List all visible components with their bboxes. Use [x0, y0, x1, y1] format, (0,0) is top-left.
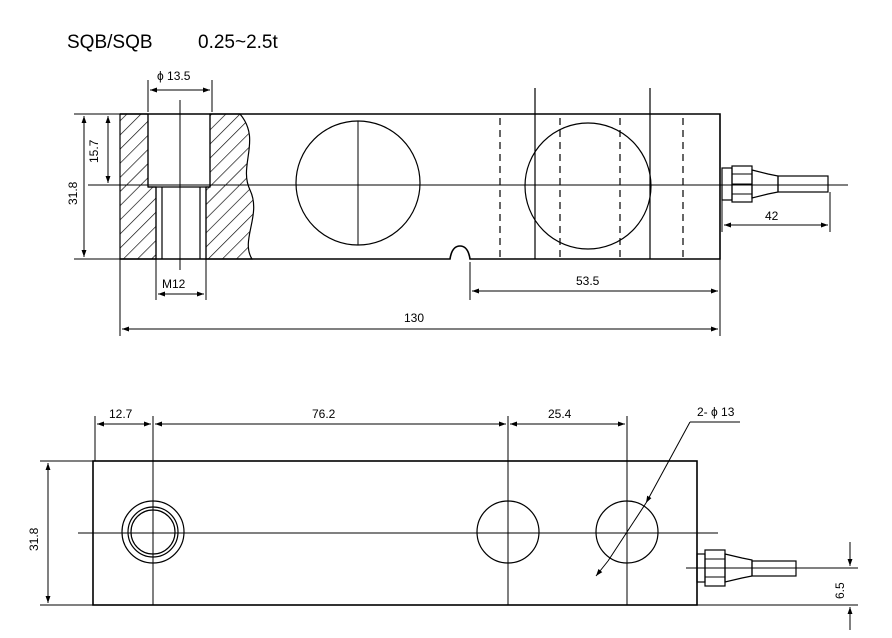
capacity-label: 0.25~2.5t: [198, 32, 278, 53]
dim-counterbore-depth: 15.7: [87, 139, 101, 163]
side-view: ϕ 13.5 15.7 31.8 M12 53.5 130 42: [66, 69, 848, 336]
dim-top-left: 12.7: [109, 407, 133, 421]
dim-cable-offset: 6.5: [833, 582, 847, 599]
dim-top-right: 25.4: [548, 407, 572, 421]
side-cable-connector: [721, 165, 829, 203]
dim-holes-note: 2- ϕ 13: [697, 405, 735, 419]
model-label: SQB/SQB: [67, 32, 153, 53]
dim-thread: M12: [162, 277, 186, 291]
dim-length: 130: [404, 311, 424, 325]
dim-gauge-offset: 53.5: [576, 274, 600, 288]
top-view: 12.7 76.2 25.4 2- ϕ 13 31.8 6.5: [27, 405, 858, 630]
dim-top-height: 31.8: [27, 527, 41, 551]
dim-side-height: 31.8: [66, 181, 80, 205]
dim-cable-length: 42: [765, 209, 779, 223]
dim-hole-diameter: ϕ 13.5: [157, 69, 191, 83]
dim-top-mid: 76.2: [312, 407, 336, 421]
side-gauge-hole-2: [524, 122, 652, 250]
header: SQB/SQB 0.25~2.5t: [67, 32, 278, 53]
side-body-outline: [120, 113, 721, 260]
side-hatch-right: [205, 113, 255, 260]
